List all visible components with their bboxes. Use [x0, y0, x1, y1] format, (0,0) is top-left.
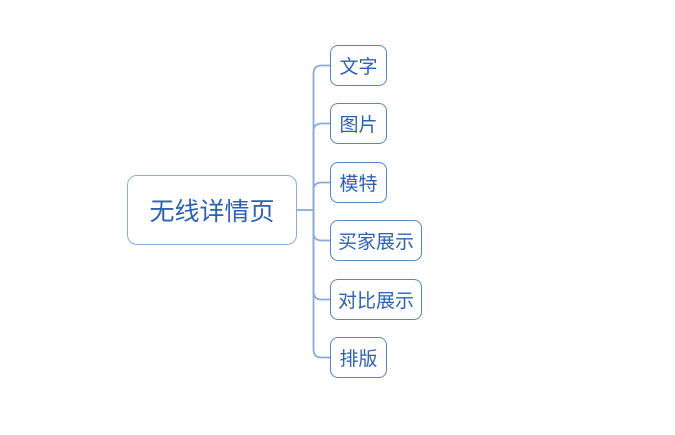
child-node-image[interactable]: 图片: [330, 103, 387, 144]
connector-root-to-compare-show: [312, 209, 331, 301]
child-node-text[interactable]: 文字: [330, 45, 387, 86]
connector-root-to-model: [312, 181, 331, 211]
connector-root-to-buyer-show: [312, 209, 331, 242]
child-node-label: 对比展示: [337, 291, 414, 312]
child-node-label: 排版: [339, 349, 378, 370]
connector-root-to-text: [312, 64, 331, 211]
connector-root-to-image: [312, 122, 331, 211]
child-node-model[interactable]: 模特: [330, 162, 387, 203]
child-node-label: 模特: [339, 174, 378, 195]
child-node-label: 文字: [339, 57, 378, 78]
connector-root-to-layout: [312, 209, 331, 359]
root-node-wireless-detail-page[interactable]: 无线详情页: [127, 175, 297, 245]
child-node-label: 买家展示: [337, 232, 414, 253]
child-node-compare-show[interactable]: 对比展示: [330, 279, 422, 320]
child-node-label: 图片: [339, 115, 378, 136]
root-node-label: 无线详情页: [149, 199, 275, 226]
child-node-layout[interactable]: 排版: [330, 337, 387, 378]
child-node-buyer-show[interactable]: 买家展示: [330, 220, 422, 261]
